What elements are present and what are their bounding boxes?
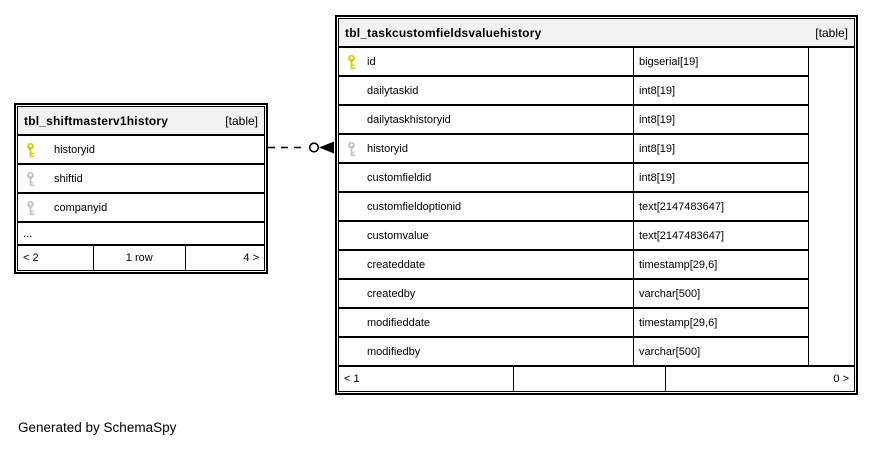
generator-credit: Generated by SchemaSpy (18, 420, 177, 435)
table-row: modifieddate timestamp[29,6] (338, 308, 809, 337)
children-count: < 2 (17, 245, 94, 271)
table-row: customfieldid int8[19] (338, 163, 809, 192)
primary-key-icon (27, 142, 35, 157)
column-name: createddate (367, 258, 426, 271)
table-row: companyid (17, 193, 265, 222)
column-type: int8[19] (634, 134, 809, 163)
children-count: < 1 (338, 366, 514, 392)
relationship-connector (268, 141, 334, 154)
parents-count: 0 > (666, 366, 855, 392)
column-type: bigserial[19] (634, 47, 809, 76)
primary-key-icon (348, 54, 356, 69)
column-type: varchar[500] (634, 337, 809, 366)
column-type: int8[19] (634, 76, 809, 105)
table-type-tag: [table] (225, 113, 258, 128)
table-row: createdby varchar[500] (338, 279, 809, 308)
column-name: companyid (54, 201, 108, 214)
arrowhead-icon (319, 141, 334, 154)
parents-count: 4 > (185, 245, 265, 271)
table-row: id bigserial[19] (338, 47, 809, 76)
column-type: timestamp[29,6] (634, 250, 809, 279)
table-type-tag: [table] (815, 25, 848, 40)
table-row: shiftid (17, 164, 265, 193)
column-name: historyid (54, 143, 95, 156)
table-taskcustomfieldsvaluehistory: tbl_taskcustomfieldsvaluehistory [table] (335, 15, 858, 395)
column-name: modifiedby (367, 345, 421, 358)
table-row: customfieldoptionid text[2147483647] (338, 192, 809, 221)
column-type: varchar[500] (634, 279, 809, 308)
table-row: dailytaskhistoryid int8[19] (338, 105, 809, 134)
spacer-column (809, 47, 855, 366)
column-type: timestamp[29,6] (634, 308, 809, 337)
column-type: int8[19] (634, 163, 809, 192)
column-name: dailytaskid (367, 84, 419, 97)
table-row-ellipsis: ... (17, 222, 265, 245)
table-row: historyid int8[19] (338, 134, 809, 163)
column-name: dailytaskhistoryid (367, 113, 451, 126)
table-header: tbl_shiftmasterv1history [table] (17, 106, 265, 135)
table-shiftmasterv1history: tbl_shiftmasterv1history [table] history… (14, 103, 268, 274)
table-title-link[interactable]: tbl_taskcustomfieldsvaluehistory (345, 25, 542, 40)
column-name: shiftid (54, 172, 83, 185)
table-footer: < 1 0 > (338, 366, 855, 392)
zero-cardinality-circle-icon (308, 142, 320, 153)
table-header: tbl_taskcustomfieldsvaluehistory [table] (338, 18, 855, 47)
table-row: historyid (17, 135, 265, 164)
table-row: dailytaskid int8[19] (338, 76, 809, 105)
column-name: modifieddate (367, 316, 430, 329)
column-type: text[2147483647] (634, 221, 809, 250)
table-row: customvalue text[2147483647] (338, 221, 809, 250)
table-row: createddate timestamp[29,6] (338, 250, 809, 279)
hidden-columns-indicator: ... (17, 222, 265, 245)
column-type: text[2147483647] (634, 192, 809, 221)
column-name: customfieldid (367, 171, 432, 184)
foreign-key-icon (348, 141, 356, 156)
column-name: id (367, 55, 376, 68)
column-name: createdby (367, 287, 416, 300)
foreign-key-icon (27, 200, 35, 215)
column-name: customvalue (367, 229, 429, 242)
column-name: historyid (367, 142, 408, 155)
column-name: customfieldoptionid (367, 200, 462, 213)
column-type: int8[19] (634, 105, 809, 134)
row-count (513, 366, 667, 392)
table-title-link[interactable]: tbl_shiftmasterv1history (24, 113, 169, 128)
row-count: 1 row (93, 245, 186, 271)
table-footer: < 2 1 row 4 > (17, 245, 265, 271)
foreign-key-icon (27, 171, 35, 186)
table-row: modifiedby varchar[500] (338, 337, 809, 366)
